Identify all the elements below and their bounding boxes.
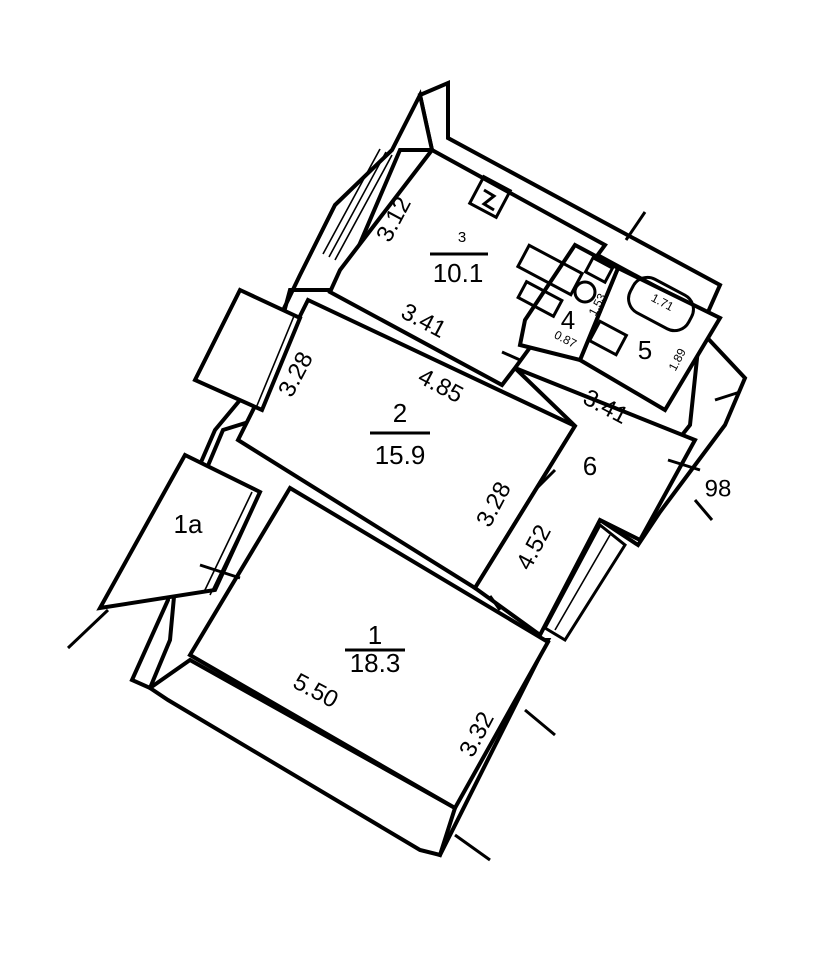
room-6-number: 6 [583,451,597,481]
closet-icon [543,522,627,643]
outer-wall-bottom [146,657,458,858]
room-2-area: 15.9 [375,440,426,470]
washbasin-icon [587,319,629,357]
dimension-ticks [199,211,741,862]
room-1-area: 18.3 [350,648,401,678]
bathtub-icon [627,275,695,333]
room-1a-number: 1a [174,509,203,539]
room-6-outline [472,366,698,638]
room-1-outline [187,485,551,811]
room-5-number: 5 [638,335,652,365]
room-2-number: 2 [393,398,407,428]
loggia-1a [66,452,263,650]
balcony-left [192,287,303,413]
window-left-top [322,148,393,261]
toilet-icon [573,255,615,304]
stove-icon [467,174,513,220]
room-3-area: 10.1 [433,258,484,288]
kitchen-counter-icon [515,243,585,319]
room-3-number: 3 [458,229,466,246]
room-4-outline [517,242,621,363]
room-4-number: 4 [561,305,575,335]
room-1-number: 1 [368,620,382,650]
dim-door-98: 98 [705,475,732,502]
